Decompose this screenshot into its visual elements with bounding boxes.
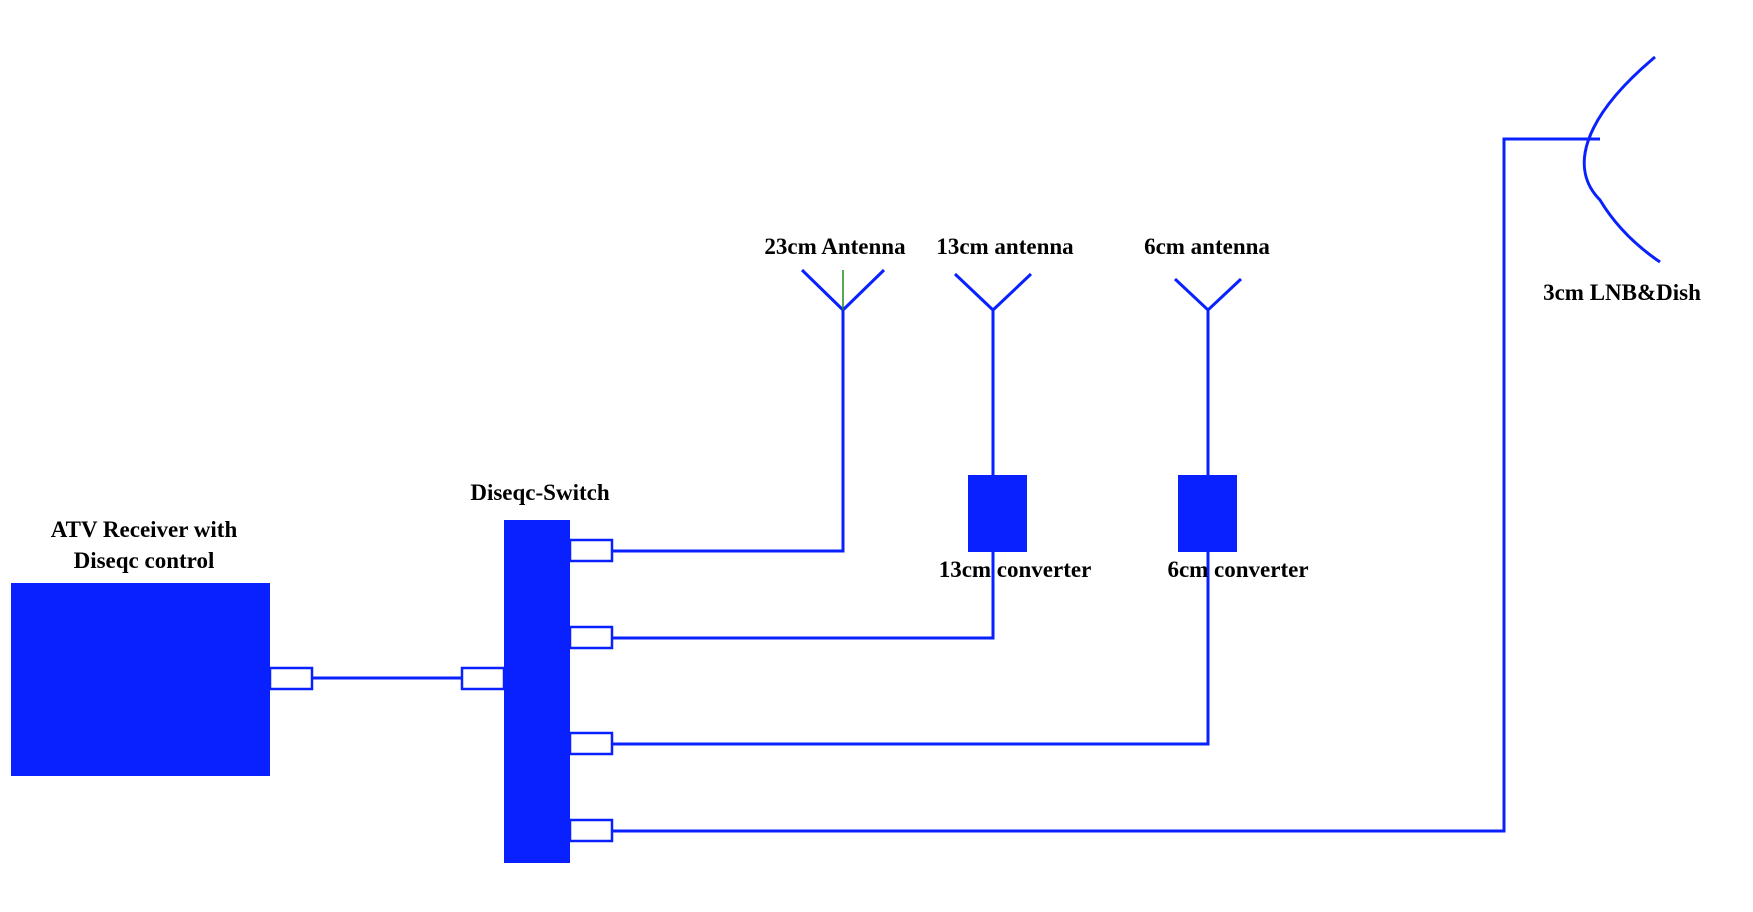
converter-6cm-box (1178, 475, 1237, 552)
switch-port-1 (568, 538, 614, 563)
converter-13cm-box (968, 475, 1027, 552)
atv-receiver-box (11, 583, 270, 776)
dish-label: 3cm LNB&Dish (1543, 280, 1701, 305)
antenna-6cm-label: 6cm antenna (1144, 234, 1270, 259)
receiver-label-line1: ATV Receiver with (51, 517, 238, 542)
antenna-23cm-label: 23cm Antenna (764, 234, 906, 259)
converter-13cm-label: 13cm converter (939, 557, 1092, 582)
dish-reflector-icon (1582, 55, 1661, 264)
switch-port-3 (568, 731, 614, 756)
switch-label: Diseqc-Switch (470, 480, 609, 505)
antenna-13cm-label: 13cm antenna (936, 234, 1074, 259)
cable-13cm (612, 548, 995, 640)
receiver-label-line2: Diseqc control (74, 548, 215, 573)
antenna-13cm-icon (953, 272, 1033, 313)
cable-6cm (612, 548, 1210, 746)
receiver-output-port (268, 666, 314, 691)
cable-23cm (612, 310, 845, 553)
switch-port-2 (568, 625, 614, 650)
antenna-6cm-icon (1173, 277, 1243, 313)
switch-port-4 (568, 818, 614, 843)
switch-input-port (460, 666, 506, 691)
converter-6cm-label: 6cm converter (1167, 557, 1308, 582)
cable-3cm (612, 137, 1600, 833)
diseqc-switch-box (504, 520, 570, 863)
